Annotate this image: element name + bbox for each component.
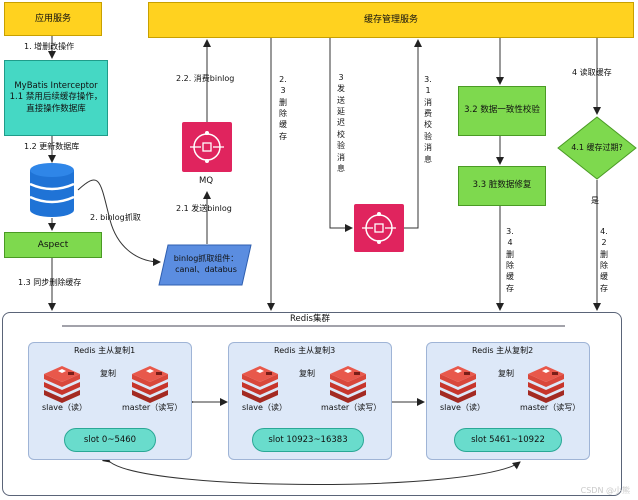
redis-slave-icon-1 — [44, 366, 80, 403]
edge-label-12: 1.2 更新数据库 — [24, 142, 80, 151]
watermark: CSDN @小熊 — [580, 486, 630, 495]
binlog-component-shape — [158, 244, 252, 286]
group-1-title: Redis 主从复制1 — [74, 346, 136, 355]
cache-expired-diamond — [557, 116, 637, 180]
group-2-slave-label: slave（读） — [440, 403, 485, 412]
edge-label-21: 2.1 发送binlog — [176, 204, 232, 213]
binlog-component-label: binlog抓取组件：canal、databus — [173, 254, 239, 274]
group-1-replicate-label: 复制 — [100, 369, 116, 378]
edge-db-to-binlog — [77, 179, 161, 266]
group-2-slot: slot 5461~10922 — [454, 428, 562, 452]
consistency-check-label: 3.2 数据一致性校验 — [464, 105, 540, 116]
cache-service-box[interactable]: 缓存管理服务 — [148, 2, 634, 38]
aspect-label: Aspect — [37, 239, 69, 250]
redis-master-icon-3 — [330, 366, 366, 403]
edge-label-23: 2.3 删除缓存 — [279, 75, 287, 141]
redis-slave-icon-3 — [242, 366, 278, 403]
database-icon — [29, 163, 75, 217]
group-2-replicate-label: 复制 — [498, 369, 514, 378]
interceptor-detail: 1.1 禁用后续缓存操作，直接操作数据库 — [9, 92, 103, 114]
edge-label-2: 2. binlog抓取 — [90, 213, 141, 222]
cluster-title: Redis集群 — [290, 314, 330, 324]
group-3-title: Redis 主从复制3 — [274, 346, 336, 355]
edge-label-1: 1. 增删改操作 — [24, 42, 75, 51]
group-3-slot: slot 10923~16383 — [252, 428, 364, 452]
edge-label-13: 1.3 同步删除缓存 — [18, 278, 82, 287]
group-3-replicate-label: 复制 — [299, 369, 315, 378]
edge-group1-group2 — [101, 454, 521, 485]
edge-label-3: 3 发送延迟校验消息 — [337, 73, 345, 173]
group-1-slot: slot 0~5460 — [64, 428, 156, 452]
aspect-box[interactable]: Aspect — [4, 232, 102, 258]
cache-expired-label: 4.1 缓存过期? — [571, 142, 623, 152]
mybatis-interceptor-box[interactable]: MyBatis Interceptor 1.1 禁用后续缓存操作，直接操作数据库 — [4, 60, 108, 136]
edge-label-42: 4.2 删除缓存 — [600, 227, 608, 293]
edge-label-22: 2.2. 消费binlog — [176, 74, 235, 83]
group-1-master-label: master（读写） — [122, 403, 183, 412]
edge-cache-to-delay-mq — [329, 38, 353, 232]
group-3-master-label: master（读写） — [321, 403, 382, 412]
app-service-label: 应用服务 — [34, 13, 71, 24]
dirty-repair-box[interactable]: 3.3 脏数据修复 — [458, 166, 546, 206]
redis-master-icon-1 — [132, 366, 168, 403]
mq-label: MQ — [199, 176, 214, 186]
group-2-master-label: master（读写） — [520, 403, 581, 412]
edge-label-4: 4 读取缓存 — [572, 68, 612, 77]
edge-label-34: 3.4 删除缓存 — [506, 227, 514, 293]
edge-delay-mq-to-cache — [404, 39, 422, 229]
mq-icon — [182, 122, 232, 172]
redis-slave-icon-2 — [440, 366, 476, 403]
interceptor-title: MyBatis Interceptor — [14, 80, 98, 91]
edge-label-31: 3.1 消费校验消息 — [424, 75, 432, 164]
cache-service-label: 缓存管理服务 — [363, 14, 418, 25]
dirty-repair-label: 3.3 脏数据修复 — [472, 180, 532, 191]
redis-master-icon-2 — [528, 366, 564, 403]
consistency-check-box[interactable]: 3.2 数据一致性校验 — [458, 86, 546, 136]
app-service-box[interactable]: 应用服务 — [4, 2, 102, 36]
group-3-slave-label: slave（读） — [242, 403, 287, 412]
group-1-slave-label: slave（读） — [42, 403, 87, 412]
group-2-title: Redis 主从复制2 — [472, 346, 534, 355]
redis-cluster — [2, 312, 622, 496]
delay-mq-icon — [354, 204, 404, 252]
edge-label-yes: 是 — [591, 196, 599, 205]
